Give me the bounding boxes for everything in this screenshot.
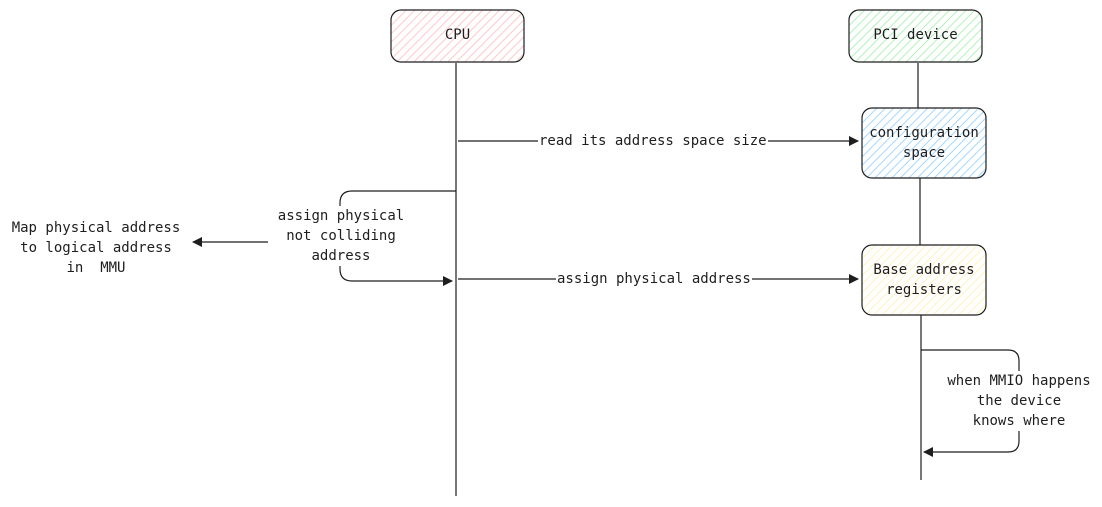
read-size-label: read its address space size	[538, 131, 768, 151]
pci-device-box	[848, 9, 983, 63]
mmio-where-label: when MMIO happens the device knows where	[940, 371, 1098, 431]
cpu-box	[390, 9, 525, 63]
base-address-registers-label: Base address registers	[873, 262, 975, 298]
assign-physical-label: assign physical address	[556, 269, 752, 289]
pci-device-label: PCI device	[873, 27, 958, 43]
base-address-registers-box	[861, 244, 987, 316]
configuration-space-label: configuration space	[869, 125, 979, 161]
configuration-space-box	[861, 107, 987, 179]
cpu-label: CPU	[444, 27, 471, 43]
map-mmu-label: Map physical address to logical address …	[11, 220, 181, 276]
assign-not-colliding-label: assign physical not colliding address	[270, 206, 412, 266]
